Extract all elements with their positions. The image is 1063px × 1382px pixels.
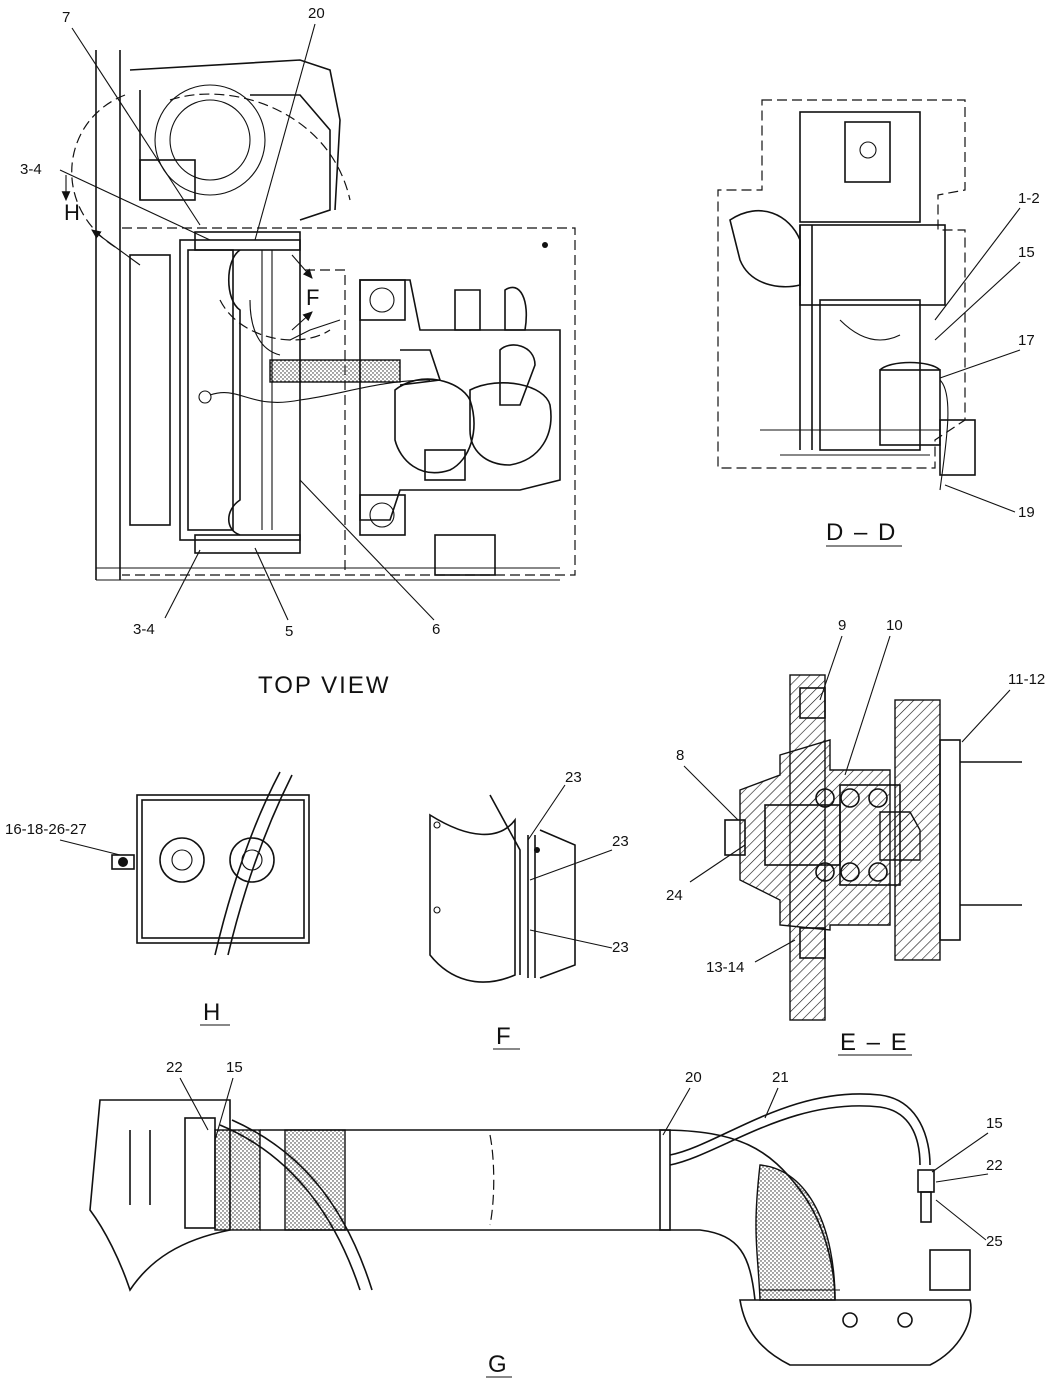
callout-5: 5 <box>285 623 293 640</box>
callout-25: 25 <box>986 1233 1003 1250</box>
callout-22-right: 22 <box>986 1157 1003 1174</box>
callout-21: 21 <box>772 1069 789 1086</box>
section-d-d-callouts: 1-2 15 17 19 D – D <box>826 190 1040 547</box>
top-view-callouts: 7 20 3-4 H F 3-4 5 6 TOP VIEW <box>20 5 440 699</box>
callout-24: 24 <box>666 887 683 904</box>
view-arrow-f: F <box>306 285 319 310</box>
callout-9: 9 <box>838 617 846 634</box>
callout-17: 17 <box>1018 332 1035 349</box>
callout-16-18-26-27: 16-18-26-27 <box>5 821 87 838</box>
callout-3-4-upper: 3-4 <box>20 161 42 178</box>
callout-23-mid: 23 <box>612 833 629 850</box>
callout-8: 8 <box>676 747 684 764</box>
callout-23-top: 23 <box>565 769 582 786</box>
callout-1-2: 1-2 <box>1018 190 1040 207</box>
callout-15-right: 15 <box>986 1115 1003 1132</box>
view-h-title: H <box>203 999 222 1026</box>
callout-22-left: 22 <box>166 1059 183 1076</box>
callout-13-14: 13-14 <box>706 959 744 976</box>
section-e-e-callouts: 9 10 11-12 8 24 13-14 E – E <box>666 617 1045 1056</box>
section-d-d-drawing <box>717 99 976 491</box>
view-f-callouts: 23 23 23 F <box>493 769 629 1050</box>
callout-20: 20 <box>308 5 325 22</box>
callout-10: 10 <box>886 617 903 634</box>
view-h-drawing <box>111 771 310 956</box>
callout-15: 15 <box>1018 244 1035 261</box>
view-g-callouts: 22 15 20 21 15 22 25 G <box>166 1059 1003 1378</box>
section-e-e-title: E – E <box>840 1029 909 1056</box>
callout-19: 19 <box>1018 504 1035 521</box>
callout-6: 6 <box>432 621 440 638</box>
view-f-title: F <box>496 1023 513 1050</box>
callout-23-bottom: 23 <box>612 939 629 956</box>
section-e-e-drawing <box>724 674 1022 1021</box>
top-view-drawing <box>71 50 576 581</box>
view-h-callouts: 16-18-26-27 H <box>5 821 230 1026</box>
callout-3-4-lower: 3-4 <box>133 621 155 638</box>
section-d-d-title: D – D <box>826 519 897 546</box>
view-arrow-h: H <box>64 200 80 225</box>
callout-11-12: 11-12 <box>1008 671 1045 688</box>
callout-7: 7 <box>62 9 70 26</box>
view-g-title: G <box>488 1351 509 1378</box>
callout-20-g: 20 <box>685 1069 702 1086</box>
top-view-title: TOP VIEW <box>258 672 390 699</box>
view-f-drawing <box>429 794 576 983</box>
view-g-drawing <box>89 1093 972 1366</box>
callout-15-left: 15 <box>226 1059 243 1076</box>
